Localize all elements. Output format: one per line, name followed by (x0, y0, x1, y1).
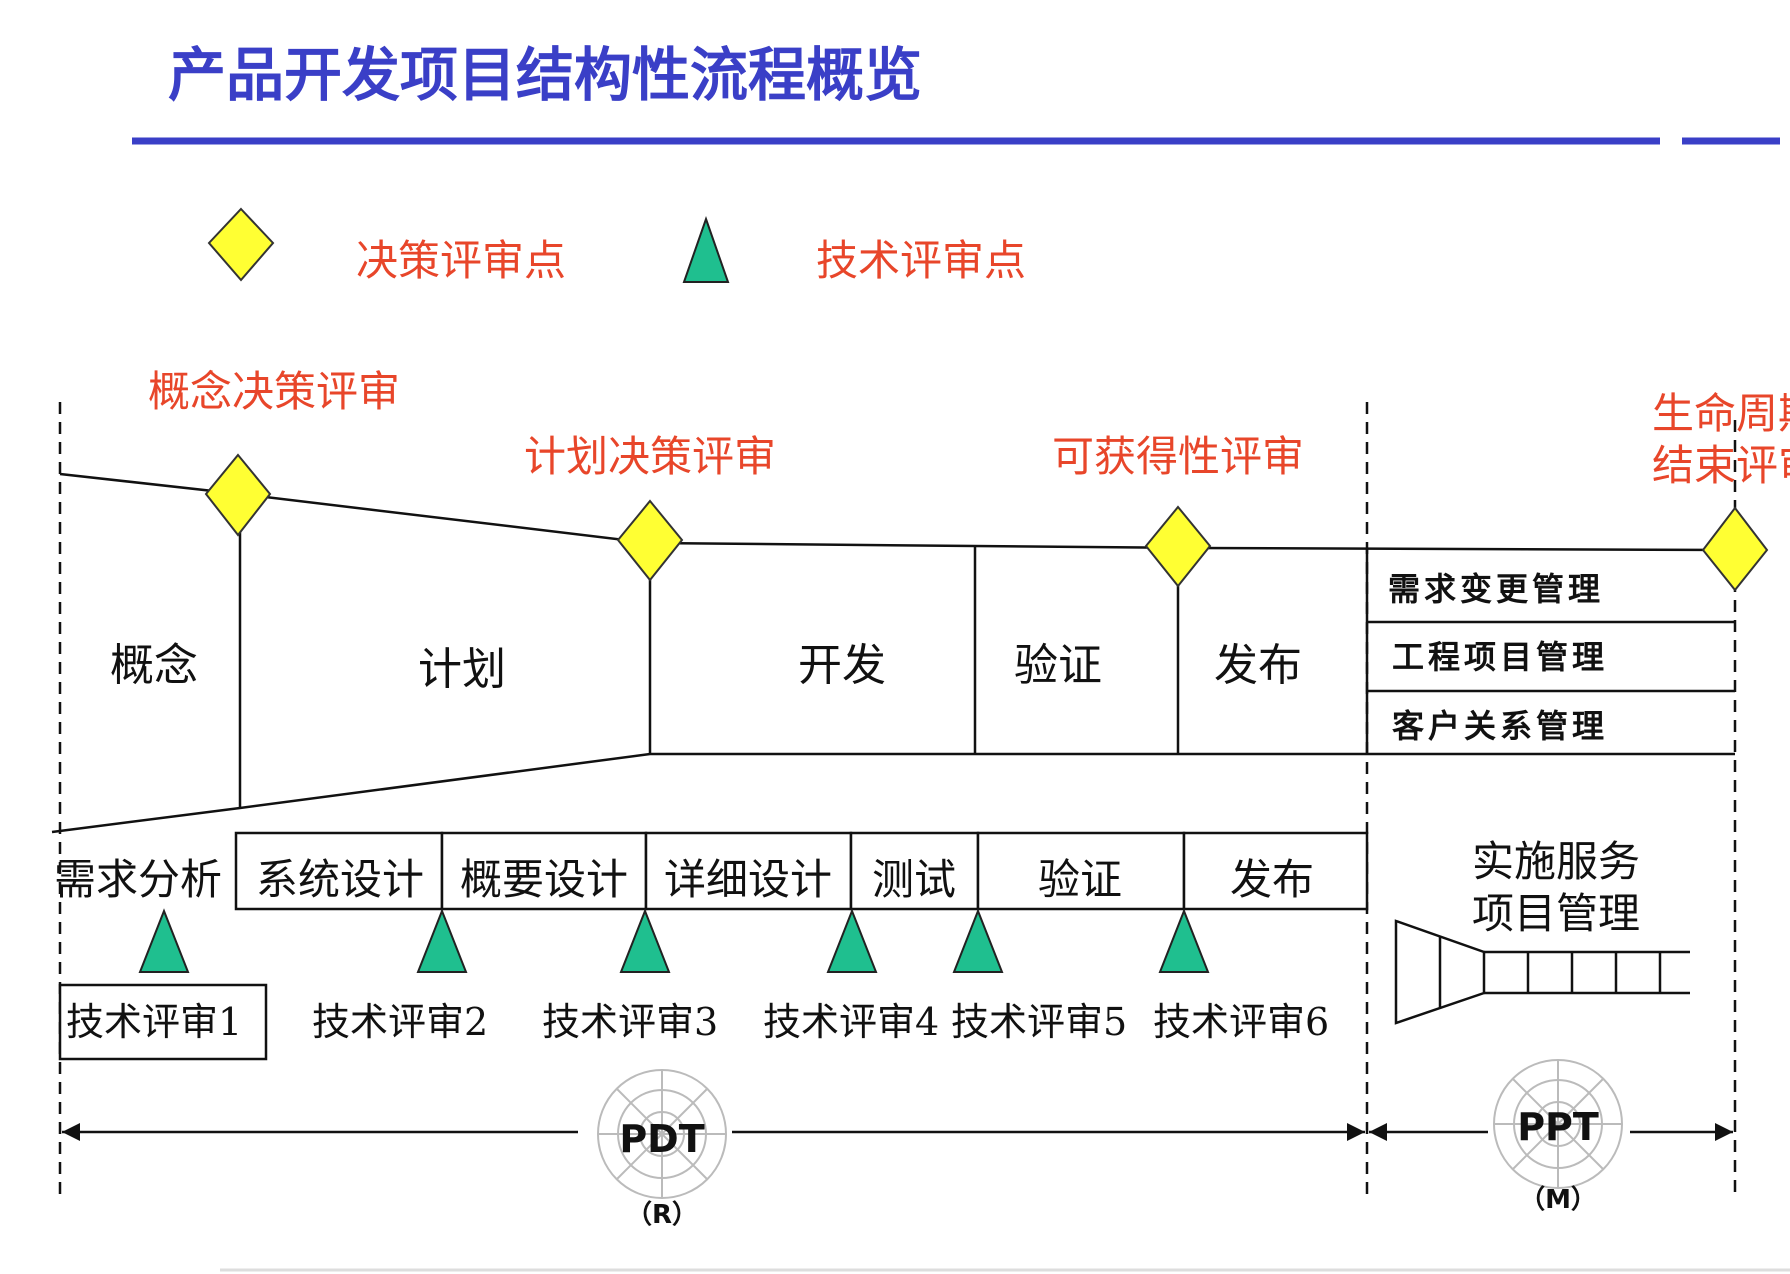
phase-verify: 验证 (1014, 640, 1102, 691)
phase-develop: 开发 (798, 640, 886, 691)
activity-detail-design-label: 详细设计 (664, 855, 832, 904)
pdt-sub-label: （R） (626, 1200, 698, 1230)
ppt-label: PPT (1517, 1105, 1599, 1149)
activity-outline-design (440, 831, 648, 911)
ppt-sub-label: （M） (1519, 1185, 1597, 1215)
eol-review-label-2: 结束评审 (1652, 441, 1790, 490)
tech-review-1-label: 技术评审1 (66, 1000, 242, 1044)
pdt-team-wheel-icon (597, 1069, 727, 1199)
activity-system-design-label: 系统设计 (256, 855, 424, 904)
activity-requirement-analysis-label: 需求分析 (54, 855, 222, 904)
mgmt-engineering-project: 工程项目管理 (1392, 638, 1608, 676)
legend-technical-label: 技术评审点 (816, 236, 1026, 285)
concept-decision-diamond-icon (204, 453, 272, 537)
activity-test-label: 测试 (872, 855, 956, 904)
legend-decision-diamond-icon (207, 207, 275, 282)
legend-decision-label: 决策评审点 (356, 236, 566, 285)
ppt-scope-arrow (1369, 1123, 1733, 1141)
tech-review-3-triangle-icon (619, 908, 671, 973)
phase-release: 发布 (1214, 640, 1302, 691)
funnel-top-edge (59, 472, 1736, 552)
eol-decision-diamond-icon (1701, 506, 1769, 592)
mgmt-customer-relation: 客户关系管理 (1392, 707, 1608, 745)
activity-release (1182, 831, 1369, 911)
activity-verify-label: 验证 (1038, 855, 1122, 904)
service-label-2: 项目管理 (1472, 889, 1640, 938)
tech-review-4-triangle-icon (826, 908, 878, 973)
activity-outline-design-label: 概要设计 (460, 855, 628, 904)
tech-review-1-box (58, 983, 268, 1061)
tech-review-3-label: 技术评审3 (542, 1000, 718, 1044)
page-title: 产品开发项目结构性流程概览 (168, 41, 922, 109)
availability-decision-diamond-icon (1144, 505, 1212, 588)
activity-test (849, 831, 980, 911)
concept-review-label: 概念决策评审 (148, 367, 400, 416)
availability-review-label: 可获得性评审 (1052, 432, 1304, 481)
tech-review-5-triangle-icon (952, 908, 1004, 973)
service-pipe-icon (1394, 919, 1690, 1025)
tech-review-5-label: 技术评审5 (951, 1000, 1127, 1044)
funnel-bottom-edge (51, 752, 1735, 834)
tech-review-6-label: 技术评审6 (1153, 1000, 1329, 1044)
tech-review-4-label: 技术评审4 (763, 1000, 939, 1044)
pdt-label: PDT (619, 1117, 704, 1161)
tech-review-2-triangle-icon (416, 908, 468, 973)
tech-review-6-triangle-icon (1158, 908, 1210, 973)
ppt-team-wheel-icon (1493, 1059, 1623, 1189)
service-label-1: 实施服务 (1472, 837, 1640, 886)
phase-concept: 概念 (110, 640, 198, 691)
tech-review-1-triangle-icon (138, 908, 190, 973)
phase-plan: 计划 (418, 644, 506, 695)
mgmt-requirement-change: 需求变更管理 (1388, 570, 1604, 608)
activity-release-label: 发布 (1230, 855, 1314, 904)
plan-decision-diamond-icon (616, 499, 684, 582)
legend-technical-triangle-icon (682, 215, 730, 283)
pdt-scope-arrow (62, 1123, 1365, 1141)
activity-system-design (234, 831, 444, 911)
plan-review-label: 计划决策评审 (524, 432, 776, 481)
tech-review-2-label: 技术评审2 (312, 1000, 488, 1044)
activity-verify (976, 831, 1186, 911)
eol-review-label-1: 生命周期 (1652, 389, 1790, 438)
